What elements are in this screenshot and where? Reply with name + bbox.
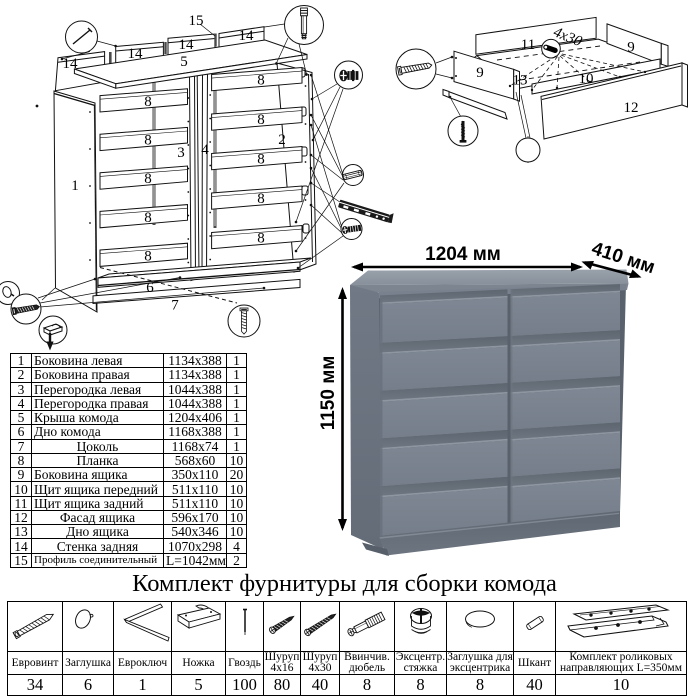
svg-text:8: 8 (257, 152, 265, 168)
svg-text:9: 9 (476, 65, 484, 81)
svg-text:8: 8 (144, 210, 152, 226)
svg-text:14: 14 (239, 28, 255, 44)
svg-text:3: 3 (177, 145, 185, 161)
svg-text:1150 мм: 1150 мм (318, 356, 339, 431)
svg-text:9: 9 (627, 40, 635, 56)
svg-text:4: 4 (201, 142, 209, 158)
svg-text:14: 14 (128, 46, 144, 62)
svg-text:8: 8 (257, 191, 265, 207)
svg-text:1: 1 (71, 178, 79, 194)
svg-text:5: 5 (180, 54, 188, 70)
svg-text:7: 7 (171, 298, 179, 314)
svg-text:12: 12 (624, 100, 639, 116)
svg-text:8: 8 (144, 94, 152, 110)
svg-text:14: 14 (63, 56, 79, 72)
svg-text:8: 8 (257, 112, 265, 128)
svg-text:8: 8 (144, 133, 152, 149)
svg-text:8: 8 (257, 73, 265, 89)
svg-text:11: 11 (521, 37, 535, 53)
svg-text:13: 13 (513, 73, 528, 89)
svg-text:8: 8 (144, 171, 152, 187)
svg-text:8: 8 (144, 248, 152, 264)
svg-text:14: 14 (179, 37, 195, 53)
svg-text:2: 2 (278, 132, 286, 148)
svg-text:1204 мм: 1204 мм (425, 244, 501, 265)
svg-text:8: 8 (257, 231, 265, 247)
svg-text:10: 10 (579, 71, 594, 87)
svg-text:15: 15 (189, 13, 204, 29)
svg-text:6: 6 (146, 280, 154, 296)
